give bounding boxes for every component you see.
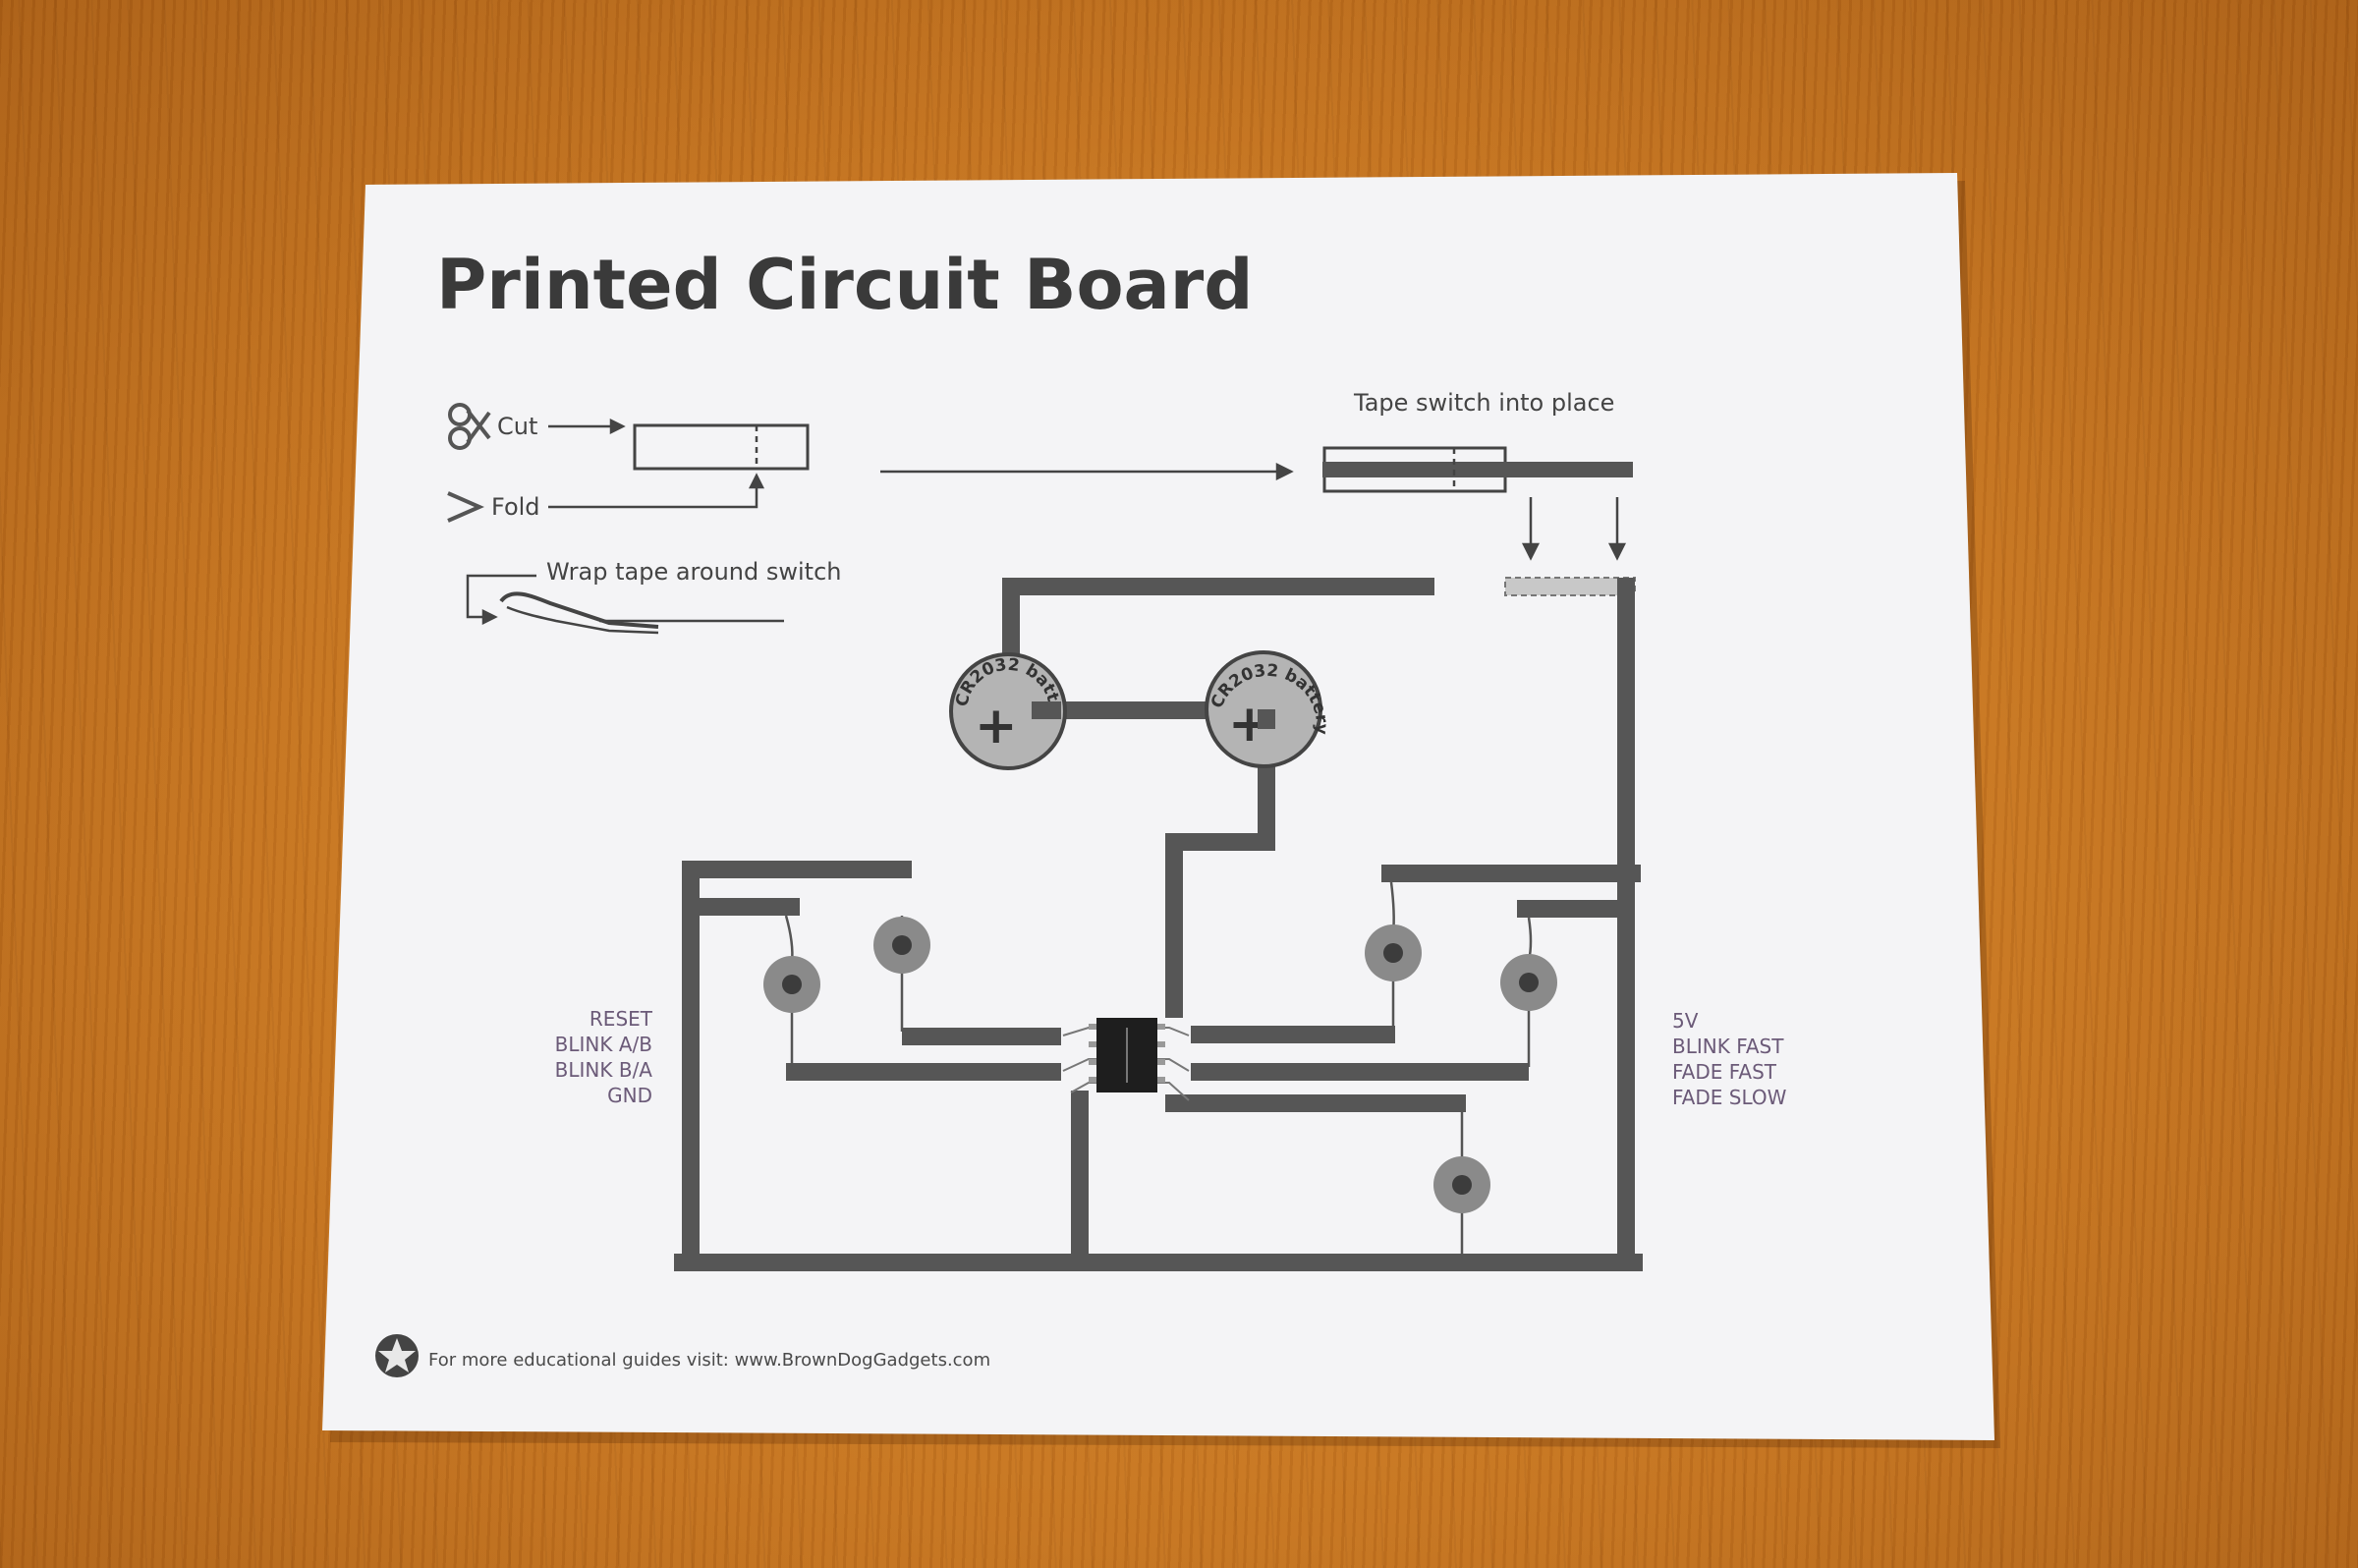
sheet-title: Printed Circuit Board (436, 245, 1253, 325)
led-2 (873, 917, 930, 974)
battery-left-plus: + (975, 697, 1018, 756)
tape-switch-trace (1322, 462, 1633, 477)
pin-label-blink-ab: BLINK A/B (555, 1033, 652, 1056)
led-1 (763, 956, 820, 1013)
fold-chevron-icon (447, 491, 484, 523)
down-arrows (1521, 497, 1627, 561)
pin-label-reset: RESET (590, 1007, 653, 1031)
pin-label-blink-fast: BLINK FAST (1672, 1035, 1784, 1058)
pin-label-5v: 5V (1672, 1009, 1699, 1033)
pin-labels-left: RESET BLINK A/B BLINK B/A GND (555, 1007, 653, 1107)
led-5 (1433, 1156, 1490, 1213)
tape-label: Tape switch into place (1353, 389, 1614, 417)
led-3 (1365, 924, 1422, 981)
led-4 (1500, 954, 1557, 1011)
cut-label: Cut (497, 413, 537, 440)
fold-arrow (548, 473, 765, 509)
pin-label-fade-slow: FADE SLOW (1672, 1086, 1787, 1109)
pin-label-fade-fast: FADE FAST (1672, 1060, 1777, 1084)
microcontroller-chip (1089, 1018, 1165, 1092)
scissors-icon (448, 403, 491, 450)
switch-gap-pad (1504, 577, 1636, 596)
battery-trace-right (1258, 709, 1275, 729)
cut-arrow (548, 418, 626, 435)
circuit-traces (674, 578, 1643, 1271)
fold-label: Fold (491, 493, 540, 521)
footer-text: For more educational guides visit: www.B… (428, 1350, 990, 1371)
wrap-diagram (466, 574, 784, 635)
pin-labels-right: 5V BLINK FAST FADE FAST FADE SLOW (1672, 1009, 1787, 1109)
pin-label-gnd: GND (607, 1084, 652, 1107)
star-logo-icon (375, 1334, 419, 1377)
long-arrow (880, 462, 1294, 481)
switch-strip-diagram (633, 423, 810, 471)
battery-trace-left (1032, 701, 1061, 719)
paper-sheet (322, 173, 1994, 1440)
pin-label-blink-ba: BLINK B/A (555, 1058, 653, 1082)
wrap-label: Wrap tape around switch (546, 558, 841, 586)
